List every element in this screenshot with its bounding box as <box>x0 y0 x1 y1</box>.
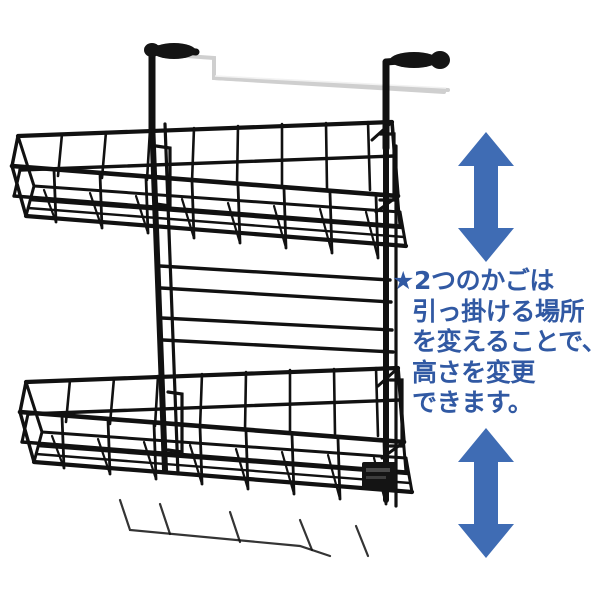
left-hook <box>146 44 200 136</box>
upper-height-adjust-arrow <box>458 132 514 262</box>
left-hook-cap <box>144 43 160 57</box>
hook-crossbar-highlight <box>214 75 447 89</box>
callout-line-4: 高さを変更 <box>412 357 536 387</box>
callout-line-2: 引っ掛ける場所 <box>412 296 585 326</box>
callout-line-5: できます。 <box>412 388 533 417</box>
left-hook-grip <box>152 43 196 59</box>
hook-crossbar <box>184 54 450 94</box>
product-label-tag <box>362 462 396 490</box>
callout-line-3: を変えることで、 <box>412 327 600 356</box>
height-adjustment-callout: ★2つのかごは 引っ掛ける場所 を変えることで、 高さを変更 できます。 <box>392 266 600 419</box>
lower-basket <box>17 365 415 558</box>
right-hook-grip <box>390 52 438 68</box>
right-hook-cap <box>430 51 450 69</box>
callout-line-1: ★2つのかごは <box>392 266 555 295</box>
adjustment-rungs <box>158 264 395 354</box>
upper-basket <box>9 119 409 260</box>
lower-height-adjust-arrow <box>458 428 514 558</box>
